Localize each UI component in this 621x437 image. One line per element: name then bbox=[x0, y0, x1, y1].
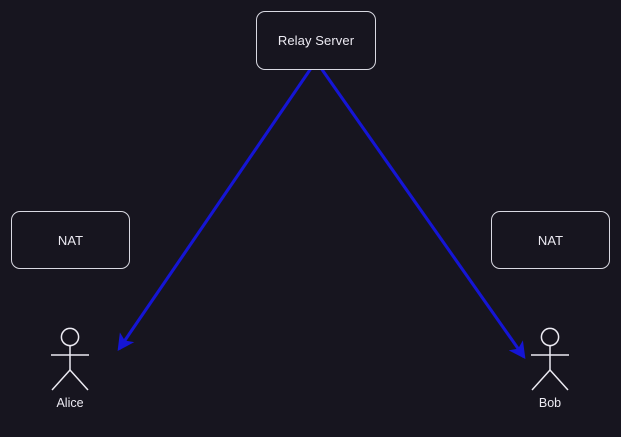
node-actor-bob-label: Bob bbox=[538, 396, 562, 410]
stick-figure-icon bbox=[531, 327, 569, 391]
node-nat-right-label: NAT bbox=[537, 232, 564, 248]
edge-relay-to-bob bbox=[314, 60, 526, 360]
node-actor-alice-label: Alice bbox=[56, 396, 84, 410]
node-relay-server[interactable]: Relay Server bbox=[256, 11, 376, 70]
node-nat-left-label: NAT bbox=[57, 232, 84, 248]
node-relay-server-label: Relay Server bbox=[277, 33, 355, 48]
node-actor-alice[interactable]: Alice bbox=[40, 324, 100, 411]
node-nat-right[interactable]: NAT bbox=[491, 211, 610, 269]
stick-figure-icon bbox=[51, 327, 89, 391]
node-actor-bob[interactable]: Bob bbox=[520, 324, 580, 411]
node-nat-left[interactable]: NAT bbox=[11, 211, 130, 269]
edge-relay-to-alice bbox=[117, 60, 318, 352]
